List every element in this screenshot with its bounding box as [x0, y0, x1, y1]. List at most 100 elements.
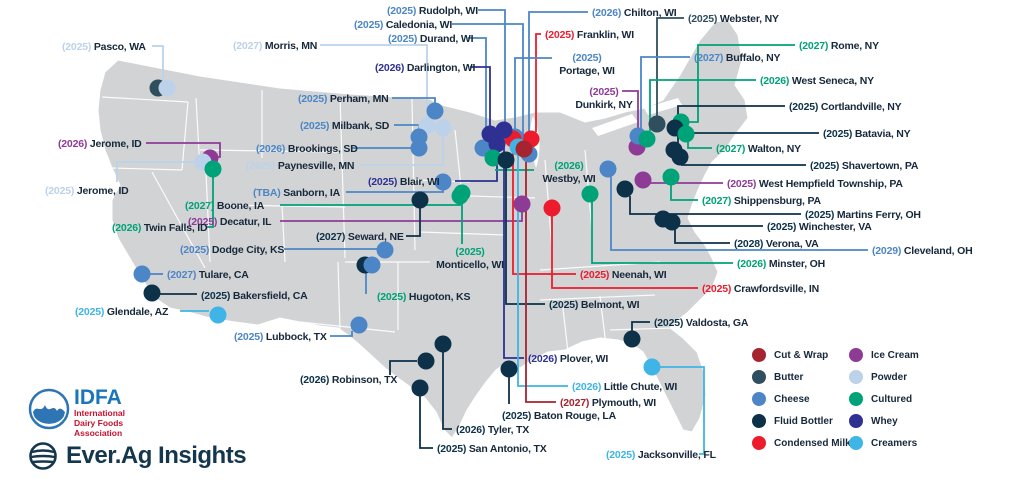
- label-city: Darlington, WI: [406, 62, 476, 74]
- label-year: (2025): [180, 244, 210, 256]
- map-label-dunkirk-ny: (2025)Dunkirk, NY: [558, 86, 650, 112]
- map-label-cortlandville-ny: (2025) Cortlandville, NY: [789, 101, 902, 114]
- idfa-subtitle-line1: International: [74, 408, 126, 418]
- label-year: (2025): [246, 160, 276, 172]
- label-city: Seward, NE: [347, 231, 404, 243]
- map-dot-seward-ne: [411, 191, 429, 209]
- connector-franklin-wi: [535, 33, 541, 132]
- label-year: (2025): [580, 269, 610, 281]
- great-lake: [644, 98, 682, 115]
- map-label-belmont-wi: (2025) Belmont, WI: [549, 299, 640, 312]
- label-city: West Hempfield Township, PA: [758, 178, 903, 190]
- label-city: Caledonia, WI: [385, 19, 453, 31]
- state-border: [151, 171, 206, 269]
- map-dot-glendale-az: [209, 306, 227, 324]
- label-year: (2026): [592, 7, 622, 19]
- label-city: Hugoton, KS: [408, 291, 471, 303]
- everag-globe-icon: [29, 442, 57, 470]
- label-city: Verona, VA: [765, 238, 819, 250]
- map-label-hugoton-ks: (2025) Hugoton, KS: [377, 291, 470, 304]
- label-city: Milbank, SD: [331, 120, 390, 132]
- everag-logo-text: Ever.Ag Insights: [66, 442, 247, 469]
- connector-perham-mn: [392, 97, 436, 103]
- label-year: (2026): [256, 143, 286, 155]
- legend-item-cutwrap: Cut & Wrap: [752, 344, 851, 366]
- connector-san-antonio-tx: [419, 395, 433, 449]
- connector-winchester-va: [666, 225, 763, 227]
- map-label-bakersfield-ca: (2025) Bakersfield, CA: [201, 290, 308, 303]
- label-city: Rudolph, WI: [418, 5, 478, 17]
- label-year: (2025): [387, 5, 417, 17]
- label-city: Blair, WI: [399, 176, 440, 188]
- map-label-seward-ne: (2027) Seward, NE: [316, 231, 404, 244]
- state-border: [199, 149, 341, 153]
- label-city: Boone, IA: [216, 200, 265, 212]
- map-dot-blair-wi: [488, 135, 506, 153]
- label-year: (2025): [45, 185, 75, 197]
- legend-label-cultured: Cultured: [871, 393, 913, 405]
- label-city: Rome, NY: [830, 40, 879, 52]
- great-lake: [592, 114, 638, 136]
- map-label-franklin-wi: (2025) Franklin, WI: [545, 29, 634, 42]
- map-label-batavia-ny: (2025) Batavia, NY: [823, 128, 911, 141]
- map-dot-decatur-il: [513, 195, 531, 213]
- label-year: (2025): [727, 178, 757, 190]
- map-dot-monticello-wi: [453, 184, 471, 202]
- map-label-decatur-il: (2025) Decatur, IL: [188, 216, 272, 229]
- map-label-crawfordsville-in: (2025) Crawfordsville, IN: [702, 283, 819, 296]
- map-label-darlington-wi: (2026) Darlington, WI: [375, 62, 475, 75]
- connector-rudolph-wi: [478, 9, 506, 127]
- legend-dot-butter: [752, 370, 766, 384]
- label-city: Westby, WI: [542, 173, 596, 185]
- map-dot-shavertown-pa: [671, 148, 689, 166]
- map-label-little-chute-wi: (2026) Little Chute, WI: [572, 381, 677, 394]
- label-city: Jerome, ID: [89, 138, 142, 150]
- map-dot-verona-va: [663, 213, 681, 231]
- idfa-acronym: IDFA: [74, 386, 122, 409]
- map-label-robinson-tx: (2026) Robinson, TX: [300, 374, 397, 387]
- label-year: (2026): [554, 160, 584, 172]
- connector-portage-wi: [514, 57, 552, 130]
- map-label-pasco-wa: (2025) Pasco, WA: [62, 41, 146, 54]
- legend-dot-condensed: [752, 436, 766, 450]
- legend-dot-cutwrap: [752, 348, 766, 362]
- map-dot-plover-wi: [495, 121, 513, 139]
- label-year: (2025): [368, 176, 398, 188]
- label-city: Sanborn, IA: [283, 187, 341, 199]
- label-year: (2025): [823, 128, 853, 140]
- label-city: Franklin, WI: [576, 29, 634, 41]
- connector-crawfordsville-in: [551, 216, 698, 289]
- connector-lubbock-tx: [330, 331, 353, 337]
- connector-caledonia-wi: [452, 23, 524, 138]
- connector-seward-ne: [406, 208, 421, 237]
- map-label-dodge-city-ks: (2025) Dodge City, KS: [180, 244, 284, 257]
- connector-robinson-tx: [389, 360, 417, 375]
- legend-label-whey: Whey: [871, 415, 898, 427]
- map-dot-martins-ferry-oh: [616, 180, 634, 198]
- label-city: Shavertown, PA: [841, 160, 919, 172]
- idfa-logo: IDFA International Dairy Foods Associati…: [28, 387, 125, 438]
- connector-jerome-id: [116, 161, 200, 182]
- label-year: (2027): [185, 200, 215, 212]
- label-city: Tyler, TX: [487, 424, 530, 436]
- map-label-buffalo-ny: (2027) Buffalo, NY: [694, 52, 780, 65]
- label-year: (2027): [316, 231, 346, 243]
- label-year: (2026): [300, 374, 330, 386]
- state-border: [224, 204, 346, 208]
- map-label-tyler-tx: (2026) Tyler, TX: [456, 424, 529, 437]
- connector-plymouth-wi: [525, 157, 556, 403]
- legend-label-cutwrap: Cut & Wrap: [774, 349, 829, 361]
- label-year: (2025): [589, 86, 619, 98]
- connector-shippensburg-pa: [670, 184, 698, 201]
- map-label-westby-wi: (2026)Westby, WI: [523, 160, 615, 186]
- map-label-martins-ferry-oh: (2025) Martins Ferry, OH: [805, 209, 921, 222]
- connector-darlington-wi: [470, 66, 491, 126]
- map-dot-jacksonville-fl: [643, 358, 661, 376]
- label-year: (2025): [545, 29, 575, 41]
- map-label-webster-ny: (2025) Webster, NY: [688, 13, 779, 26]
- map-dot-pasco-wa: [158, 79, 176, 97]
- map-dot-robinson-tx: [417, 352, 435, 370]
- label-year: (2025): [810, 160, 840, 172]
- label-city: Neenah, WI: [611, 269, 667, 281]
